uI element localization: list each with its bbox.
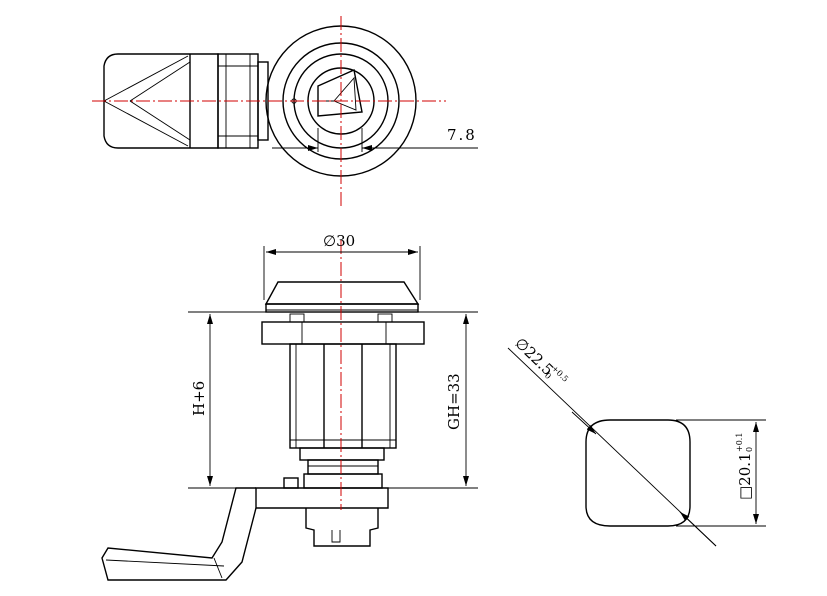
front-view-body [289, 343, 397, 489]
dim-cutout-flat-label: □20.1 [736, 452, 754, 500]
dim-slot-label: 7.8 [447, 126, 477, 144]
front-view-cam [101, 477, 389, 581]
dim-height-right-label: GH=33 [445, 373, 463, 430]
front-view-head [264, 281, 420, 305]
dim-cutout-flat-tol-low: 0 [745, 447, 754, 452]
panel-cutout-shape [585, 419, 691, 527]
front-view: ∅30 H+6 GH=33 [101, 232, 478, 581]
dim-slot-width: 7.8 [272, 126, 478, 152]
front-view-nut [261, 313, 425, 345]
dim-cutout-diameter-tol-low: 0 [543, 371, 553, 381]
dim-head-diameter-label: ∅30 [323, 232, 355, 250]
dim-height-left-label: H+6 [190, 381, 208, 416]
dim-cutout-diameter: ∅22.5 +0.5 0 [507, 334, 717, 547]
dim-cutout-flat-tol: +0.1 [735, 433, 744, 452]
dim-cutout-flat: □20.1 +0.1 0 [676, 419, 766, 527]
panel-cutout-view: ∅22.5 +0.5 0 □20.1 +0.1 0 [507, 334, 766, 547]
dim-height-right: GH=33 [388, 311, 478, 489]
dim-head-diameter: ∅30 [263, 232, 421, 300]
dim-height-left: H+6 [188, 311, 300, 489]
top-view: 7.8 [92, 16, 478, 206]
